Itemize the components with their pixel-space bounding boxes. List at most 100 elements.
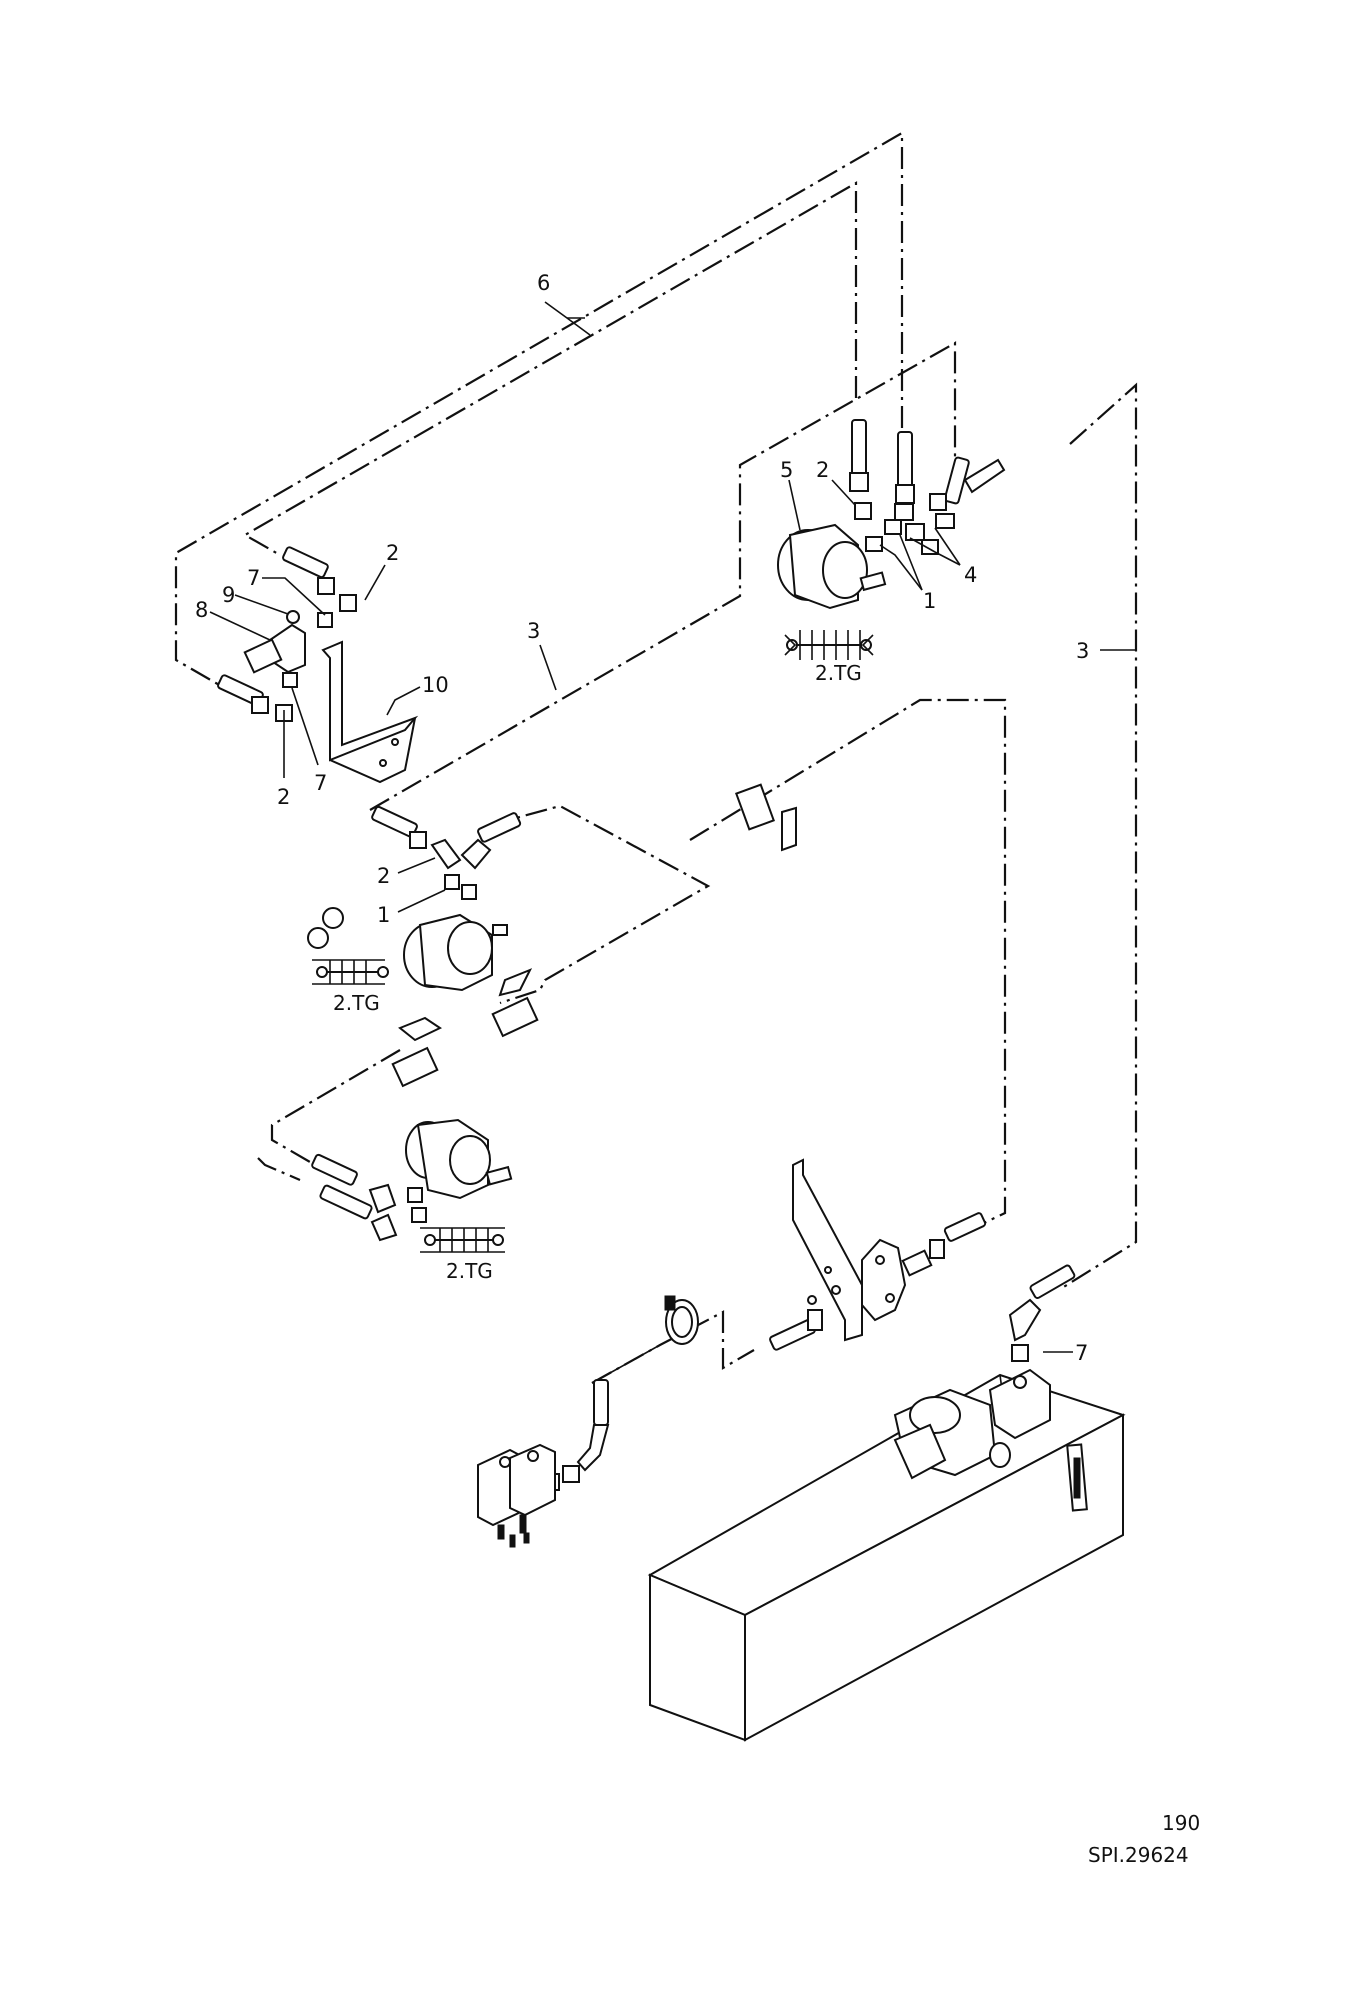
leader-4b xyxy=(934,527,961,566)
plug-left-9 xyxy=(286,610,300,624)
fitting-connector-1a xyxy=(865,536,883,552)
tg-mid-circle-2 xyxy=(307,927,329,949)
pump-port-side xyxy=(989,1442,1011,1468)
callout-8: 8 xyxy=(195,598,208,622)
tg-top-label: 2.TG xyxy=(815,661,862,685)
bracket-10-hole-2 xyxy=(379,759,387,767)
tag-2tg-middle: 2.TG xyxy=(307,907,389,1015)
hose-clamp-mid-right xyxy=(491,996,539,1038)
clamp-plate-lower xyxy=(398,1016,443,1042)
bracket-10-tab xyxy=(329,717,416,784)
pump-port-top xyxy=(1013,1375,1027,1389)
tg-top-ticks xyxy=(784,630,874,660)
callout-numbers: 6 5 2 4 1 3 3 2 7 9 8 10 2 7 2 1 7 xyxy=(195,271,1089,1365)
tg-bottom-dot-left xyxy=(424,1234,436,1246)
hose-route-mid-right xyxy=(689,698,1007,1233)
flange-hole-1 xyxy=(875,1255,885,1265)
pump-cover xyxy=(909,1396,961,1434)
hose-clamp-lower xyxy=(391,1046,439,1088)
valve-pin-4 xyxy=(523,1532,530,1544)
hose-end-mid-right xyxy=(477,812,522,843)
leader-8 xyxy=(209,611,271,641)
fitting-elbow-left-upper xyxy=(339,594,357,612)
hose-clamp-ring-inner xyxy=(671,1306,693,1338)
fitting-connector-4c xyxy=(921,539,939,555)
valve-port-2 xyxy=(527,1450,539,1462)
callout-6: 6 xyxy=(537,271,550,295)
hose-route-mid-loop xyxy=(489,804,711,1005)
motor-flange-top xyxy=(822,541,868,599)
drawing-reference: SPI.29624 xyxy=(1088,1843,1189,1867)
fitting-elbow-4d xyxy=(929,493,947,511)
hose-elbow-lower-2 xyxy=(370,1213,398,1242)
hose-end-valve xyxy=(593,1379,609,1426)
callout-3-center: 3 xyxy=(527,619,540,643)
valve-port-1 xyxy=(499,1456,511,1468)
leader-10 xyxy=(386,686,421,716)
hose-routes xyxy=(174,131,1138,1384)
pressure-line-nut xyxy=(807,1309,823,1331)
flange-gasket xyxy=(861,1238,907,1322)
hose-route-lower-left xyxy=(270,1049,401,1163)
fitting-connector-1b xyxy=(884,519,902,535)
pump-flange xyxy=(893,1423,947,1480)
callout-1-mid: 1 xyxy=(377,903,390,927)
motor-middle xyxy=(371,805,522,992)
callout-2-motor-top: 2 xyxy=(816,458,829,482)
callout-5: 5 xyxy=(780,458,793,482)
fitting-valve-1 xyxy=(562,1465,580,1483)
fitting-connector-left-7a xyxy=(317,612,333,628)
plate-hole-1 xyxy=(824,1266,832,1274)
callout-3-right: 3 xyxy=(1076,639,1089,663)
leader-1-mid xyxy=(397,889,446,913)
hydraulic-tank-group xyxy=(647,1264,1126,1742)
bracket-10-hole-1 xyxy=(391,738,399,746)
hose-route-6-outer xyxy=(174,131,904,691)
callout-4: 4 xyxy=(964,563,977,587)
fitting-right-1 xyxy=(901,1249,933,1277)
hose-route-6-inner xyxy=(242,181,858,556)
mounting-plate xyxy=(792,1158,863,1342)
hose-end-vertical-3 xyxy=(943,456,970,505)
callout-2-left-bottom: 2 xyxy=(277,785,290,809)
tg-mid-dot-right xyxy=(377,966,389,978)
valve-block-group xyxy=(477,1344,661,1548)
callout-2-left-top: 2 xyxy=(386,541,399,565)
fitting-connector-mid-1b xyxy=(461,884,477,900)
hose-clamp-screw xyxy=(664,1295,676,1311)
tg-top-dot-left xyxy=(786,639,798,651)
motor-top-right xyxy=(777,419,1006,610)
motor-shaft-top xyxy=(859,571,887,592)
leader-4 xyxy=(909,537,961,566)
callout-1-motor-top: 1 xyxy=(923,589,936,613)
leader-7-left-top xyxy=(262,577,326,616)
hose-end-lower-1 xyxy=(311,1153,358,1186)
hose-end-vertical-1 xyxy=(851,419,867,476)
leader-9 xyxy=(234,594,289,615)
tg-bottom-ticks xyxy=(420,1227,505,1253)
valve-block-right xyxy=(509,1443,556,1517)
bracket-10 xyxy=(321,640,419,762)
valve-pin-1 xyxy=(497,1524,505,1540)
hose-elbow-valve xyxy=(576,1424,610,1472)
tank-return-hose-elbow xyxy=(1008,1298,1042,1342)
valve-pin-2 xyxy=(519,1514,527,1534)
leader-2-top xyxy=(831,479,856,506)
hose-fitting-vertical-1 xyxy=(849,472,869,492)
fitting-connector-mid-1a xyxy=(444,874,460,890)
hose-elbow-right xyxy=(963,458,1006,494)
hose-route-3-right xyxy=(1061,382,1138,1289)
fitting-elbow-mid-2 xyxy=(430,838,462,870)
tag-2tg-bottom: 2.TG xyxy=(420,1227,505,1283)
hose-fitting-vertical-2 xyxy=(895,484,915,504)
footer: 190 SPI.29624 xyxy=(1088,1811,1200,1867)
fitting-lower-1 xyxy=(407,1187,423,1203)
motor-flange-mid xyxy=(447,921,493,975)
page-number: 190 xyxy=(1162,1811,1200,1835)
fitting-lower-2 xyxy=(411,1207,427,1223)
tg-mid-label: 2.TG xyxy=(333,991,380,1015)
callout-2-mid: 2 xyxy=(377,864,390,888)
leader-2-left-top xyxy=(364,564,386,601)
hose-clamps xyxy=(391,783,797,1088)
clamp-plate-top xyxy=(781,806,797,852)
